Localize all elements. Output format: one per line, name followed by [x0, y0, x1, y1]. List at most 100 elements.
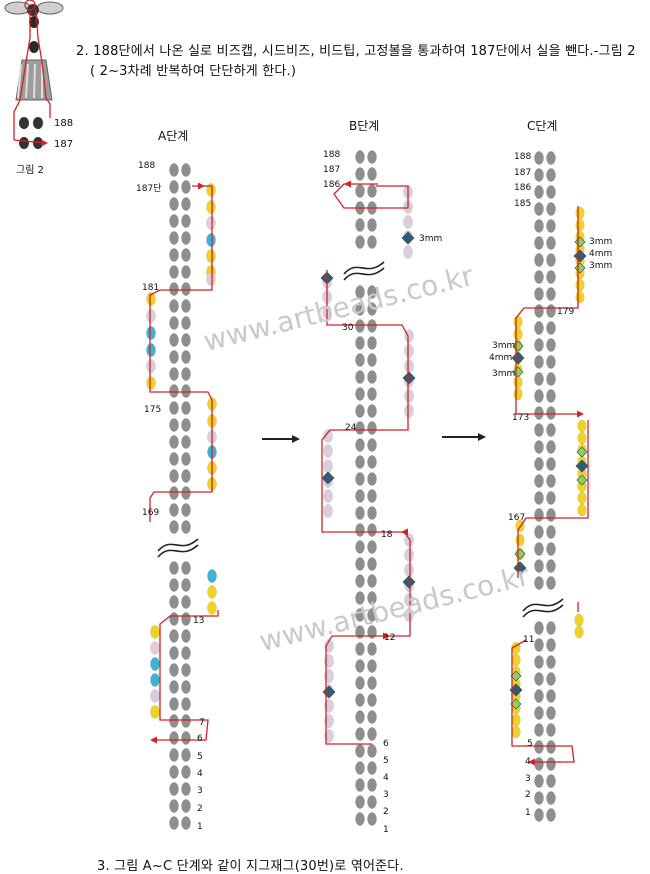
bead: [181, 367, 191, 381]
bead: [404, 359, 414, 373]
bead: [367, 218, 377, 232]
stage-a-label: 188: [138, 161, 156, 171]
bead: [367, 370, 377, 384]
bead: [534, 723, 544, 737]
stage-c-label: 3: [525, 774, 531, 784]
bead: [546, 338, 556, 352]
bead: [169, 401, 179, 415]
bead: [181, 612, 191, 626]
bead: [534, 655, 544, 669]
bead: [169, 697, 179, 711]
stage-a-label: 4: [197, 769, 203, 779]
bead: [181, 265, 191, 279]
bead: [181, 299, 191, 313]
bead: [355, 710, 365, 724]
bead: [534, 389, 544, 403]
thread-arrowhead: [344, 180, 351, 188]
bead: [403, 245, 413, 259]
bead: [367, 557, 377, 571]
bead: [534, 423, 544, 437]
bead: [181, 452, 191, 466]
bead: [367, 285, 377, 299]
bead: [181, 503, 191, 517]
bead: [534, 168, 544, 182]
bead: [546, 270, 556, 284]
bead: [534, 706, 544, 720]
bead: [324, 639, 334, 653]
stage-c-label: 185: [514, 199, 532, 209]
bead: [169, 214, 179, 228]
bead: [181, 248, 191, 262]
bead: [181, 714, 191, 728]
bead: [355, 455, 365, 469]
bead: [323, 459, 333, 473]
stage-c-break: [522, 598, 564, 612]
bead: [367, 523, 377, 537]
bead: [534, 740, 544, 754]
stage-b-crystal: [321, 471, 335, 485]
bead: [169, 595, 179, 609]
bead: [513, 387, 523, 401]
bead: [546, 202, 556, 216]
crystal-bead: [575, 459, 589, 473]
bead: [355, 608, 365, 622]
bead: [546, 774, 556, 788]
bead: [146, 376, 156, 390]
bead: [355, 778, 365, 792]
thread-arrowhead: [198, 182, 205, 190]
stage-c-label: 4: [525, 757, 531, 767]
stage-c-label: 4mm: [489, 353, 513, 363]
bead: [546, 723, 556, 737]
bead: [367, 693, 377, 707]
stage-a-label: 13: [193, 616, 205, 626]
stage-a-title: A단계: [158, 129, 189, 143]
bead: [367, 319, 377, 333]
stage-b-label: 5: [383, 756, 389, 766]
bead: [355, 319, 365, 333]
stage-c-label: 188: [514, 152, 532, 162]
bead: [513, 315, 523, 329]
bead: [355, 795, 365, 809]
bead: [534, 689, 544, 703]
bead: [181, 180, 191, 194]
bead: [534, 757, 544, 771]
stage-c-label: 3mm: [492, 369, 516, 379]
bead: [546, 440, 556, 454]
bead: [546, 219, 556, 233]
bead: [169, 680, 179, 694]
bead: [534, 474, 544, 488]
bead: [355, 370, 365, 384]
stage-b-label: 188: [323, 150, 341, 160]
bead: [367, 302, 377, 316]
bead: [207, 601, 217, 615]
bead: [169, 265, 179, 279]
bead: [181, 595, 191, 609]
stage-a-label: 5: [197, 752, 203, 762]
bead: [169, 731, 179, 745]
bead: [355, 353, 365, 367]
stage-c-label: 5: [527, 739, 533, 749]
bead: [355, 727, 365, 741]
bead: [367, 336, 377, 350]
bead: [150, 689, 160, 703]
bead: [169, 765, 179, 779]
figure2-thread: [13, 139, 45, 144]
bead: [355, 761, 365, 775]
bead: [546, 406, 556, 420]
bead: [181, 748, 191, 762]
bead: [355, 438, 365, 452]
bead: [367, 150, 377, 164]
bead: [206, 183, 216, 197]
crystal-bead: [510, 698, 522, 710]
bead: [150, 673, 160, 687]
bead: [181, 578, 191, 592]
stage-b-break: [343, 267, 385, 281]
bead: [404, 533, 414, 547]
bead: [534, 457, 544, 471]
bead: [367, 778, 377, 792]
bead: [367, 659, 377, 673]
bead: [169, 367, 179, 381]
stage-c-thread: [511, 639, 575, 763]
bead: [534, 219, 544, 233]
